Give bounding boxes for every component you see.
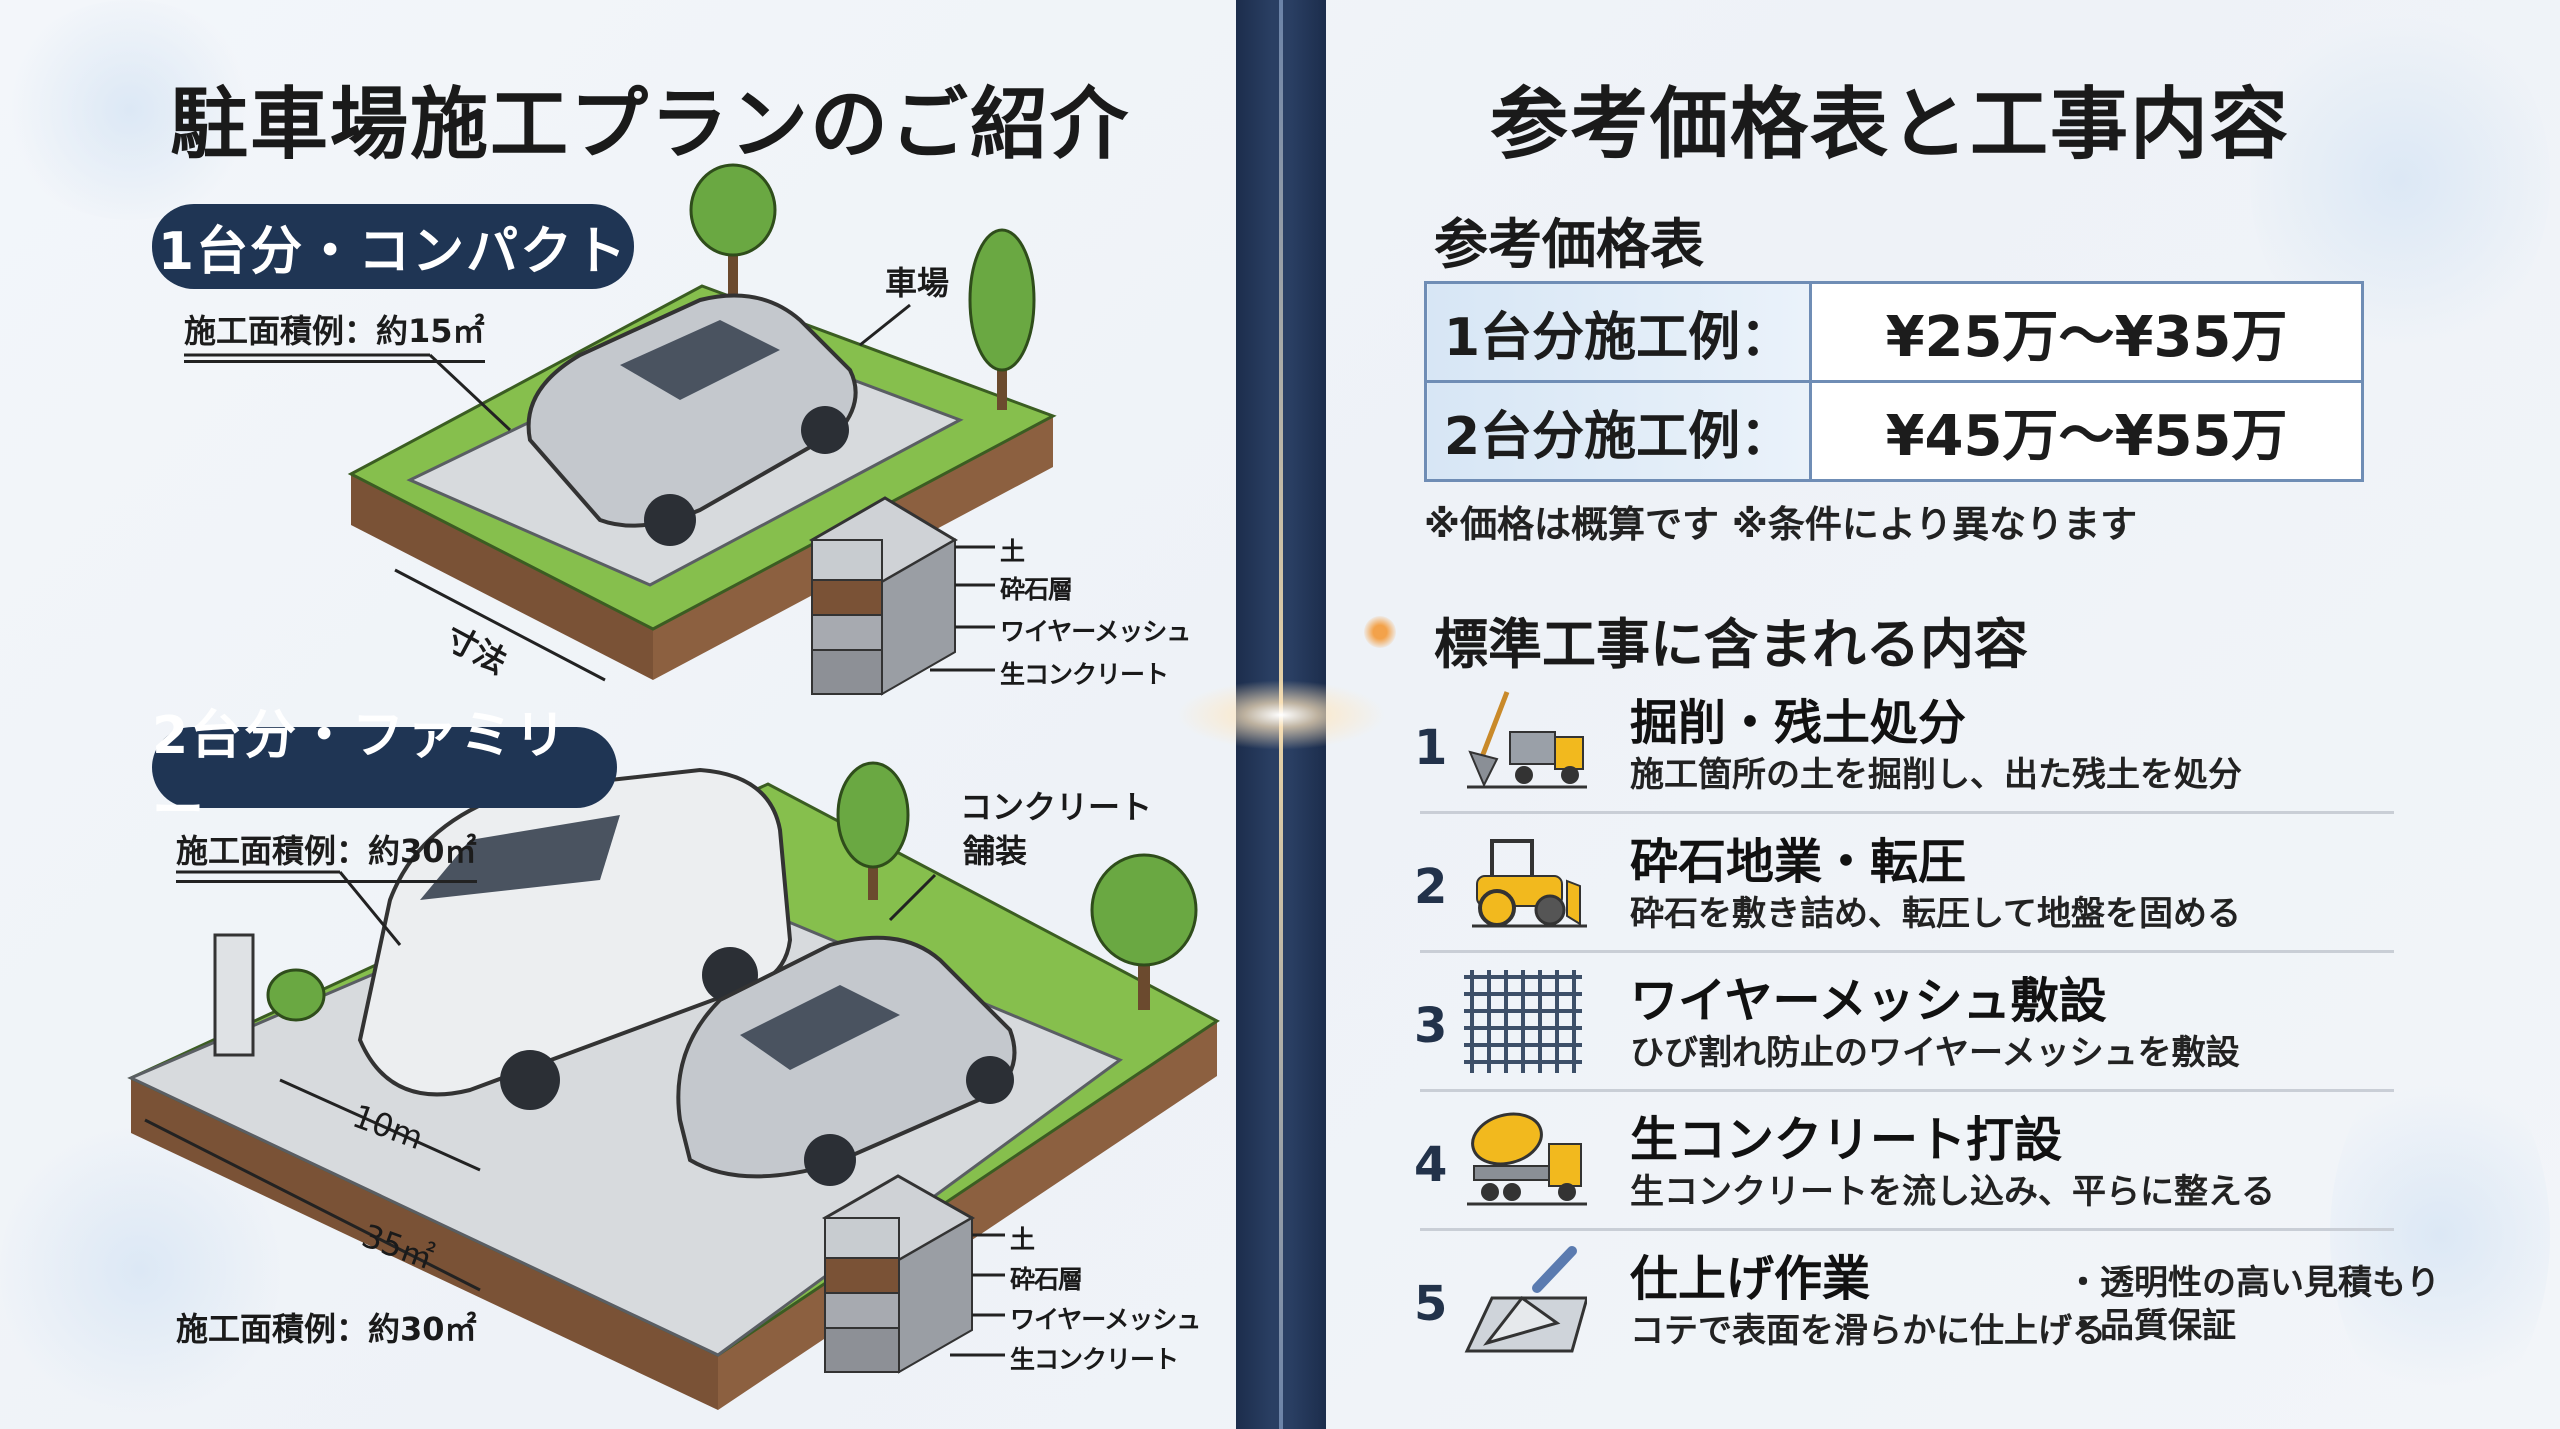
work-title: 砕石地業・転圧	[1630, 834, 1967, 890]
work-item: 1 掘削・残土処分 施工箇所の土を掘削し、出た残土を処分	[1414, 675, 2394, 814]
plan2-layer-block	[821, 1174, 976, 1374]
work-item: 3 ワイヤーメッシュ敷設 ひび割れ防止のワイヤーメッシュを敷設	[1414, 953, 2394, 1092]
label-paving-1: コンクリート	[960, 788, 1153, 826]
divider	[1420, 1228, 2394, 1231]
road-roller-icon	[1472, 839, 1587, 928]
plan1-layer-block	[809, 496, 958, 696]
divider	[1420, 1089, 2394, 1092]
shrub-icon	[266, 968, 326, 1022]
plan1-badge: 1台分・コンパクト	[152, 204, 634, 289]
right-title: 参考価格表と工事内容	[1489, 80, 2290, 170]
price-heading: 参考価格表	[1434, 213, 1704, 276]
layer-label-concrete: 生コンクリート	[1000, 660, 1169, 689]
work-number: 2	[1414, 859, 1448, 915]
divider	[1420, 950, 2394, 953]
work-title: 仕上げ作業	[1630, 1251, 1871, 1307]
bullet-item: ・品質保証	[2066, 1306, 2236, 1346]
plan1-illustration	[127, 163, 1220, 1410]
background-blob	[2330, 1050, 2550, 1420]
label-parking: 車場	[885, 264, 950, 302]
table-row: 1台分施工例：¥25万〜¥35万	[1424, 281, 2364, 383]
label-paving-2: 舗装	[963, 832, 1028, 870]
works-heading: 標準工事に含まれる内容	[1434, 613, 2028, 676]
minivan-icon	[357, 767, 793, 1110]
plan2-area-top: 施工面積例：約30㎡	[176, 826, 477, 883]
work-description: 生コンクリートを流し込み、平らに整える	[1630, 1172, 2275, 1212]
layer-label-concrete: 生コンクリート	[1010, 1345, 1179, 1374]
price-table: 1台分施工例：¥25万〜¥35万 2台分施工例：¥45万〜¥55万	[1424, 281, 2364, 482]
work-description: 砕石を敷き詰め、転圧して地盤を固める	[1630, 894, 2241, 934]
work-number: 5	[1414, 1276, 1448, 1332]
plan2-leader-lines	[144, 870, 1005, 1357]
bullet-item: ・透明性の高い見積もり	[2066, 1263, 2440, 1303]
layer-label-wire-mesh: ワイヤーメッシュ	[1010, 1305, 1201, 1334]
work-item: 4 生コンクリート打設 生コンクリートを流し込み、平らに整える	[1414, 1092, 2394, 1231]
work-number: 3	[1414, 998, 1448, 1054]
work-item: 5 仕上げ作業 コテで表面を滑らかに仕上げる	[1414, 1231, 2394, 1370]
left-title: 駐車場施工プランのご紹介	[169, 80, 1130, 170]
wire-mesh-icon	[1464, 970, 1582, 1073]
car-icon	[676, 935, 1017, 1186]
layer-label-soil: 土	[1010, 1225, 1035, 1254]
tree-icon	[968, 228, 1036, 410]
plan2-area-bottom: 施工面積例：約30㎡	[176, 1310, 477, 1348]
layer-label-gravel: 砕石層	[1000, 575, 1073, 604]
layer-label-wire-mesh: ワイヤーメッシュ	[1000, 617, 1191, 646]
work-item: 2 砕石地業・転圧 砕石を敷き詰め、転圧して地盤を固める	[1414, 814, 2394, 953]
work-number: 1	[1414, 720, 1448, 776]
work-title: ワイヤーメッシュ敷設	[1630, 973, 2107, 1029]
price-value: ¥25万〜¥35万	[1809, 281, 2364, 383]
shovel-dump-truck-icon	[1467, 691, 1587, 789]
work-title: 生コンクリート打設	[1630, 1112, 2063, 1168]
tree-icon	[1090, 853, 1198, 1010]
concrete-mixer-truck-icon	[1467, 1112, 1587, 1206]
accent-dot-icon	[1364, 616, 1396, 648]
post-icon	[213, 933, 255, 1057]
work-number: 4	[1414, 1137, 1448, 1193]
center-divider	[1176, 0, 1386, 1429]
table-row: 2台分施工例：¥45万〜¥55万	[1424, 380, 2364, 482]
price-value: ¥45万〜¥55万	[1809, 380, 2364, 482]
divider	[1420, 811, 2394, 814]
price-note: ※価格は概算です ※条件により異なります	[1424, 503, 2138, 546]
car-icon	[526, 293, 858, 546]
trowel-icon	[1464, 1246, 1587, 1353]
work-description: 施工箇所の土を掘削し、出た残土を処分	[1630, 755, 2242, 795]
layer-label-soil: 土	[1000, 537, 1025, 566]
background-blob	[0, 0, 260, 220]
work-title: 掘削・残土処分	[1630, 695, 1967, 751]
layer-label-gravel: 砕石層	[1010, 1265, 1083, 1294]
work-description: コテで表面を滑らかに仕上げる	[1630, 1311, 2106, 1351]
plan1-area: 施工面積例：約15㎡	[184, 306, 485, 363]
tree-icon	[689, 163, 777, 300]
price-label: 1台分施工例：	[1424, 281, 1812, 383]
plan1-leader-lines	[184, 303, 995, 682]
price-label: 2台分施工例：	[1424, 380, 1812, 482]
work-description: ひび割れ防止のワイヤーメッシュを敷設	[1630, 1033, 2240, 1073]
tree-icon	[836, 761, 910, 900]
plan2-badge: 2台分・ファミリー	[152, 706, 617, 841]
